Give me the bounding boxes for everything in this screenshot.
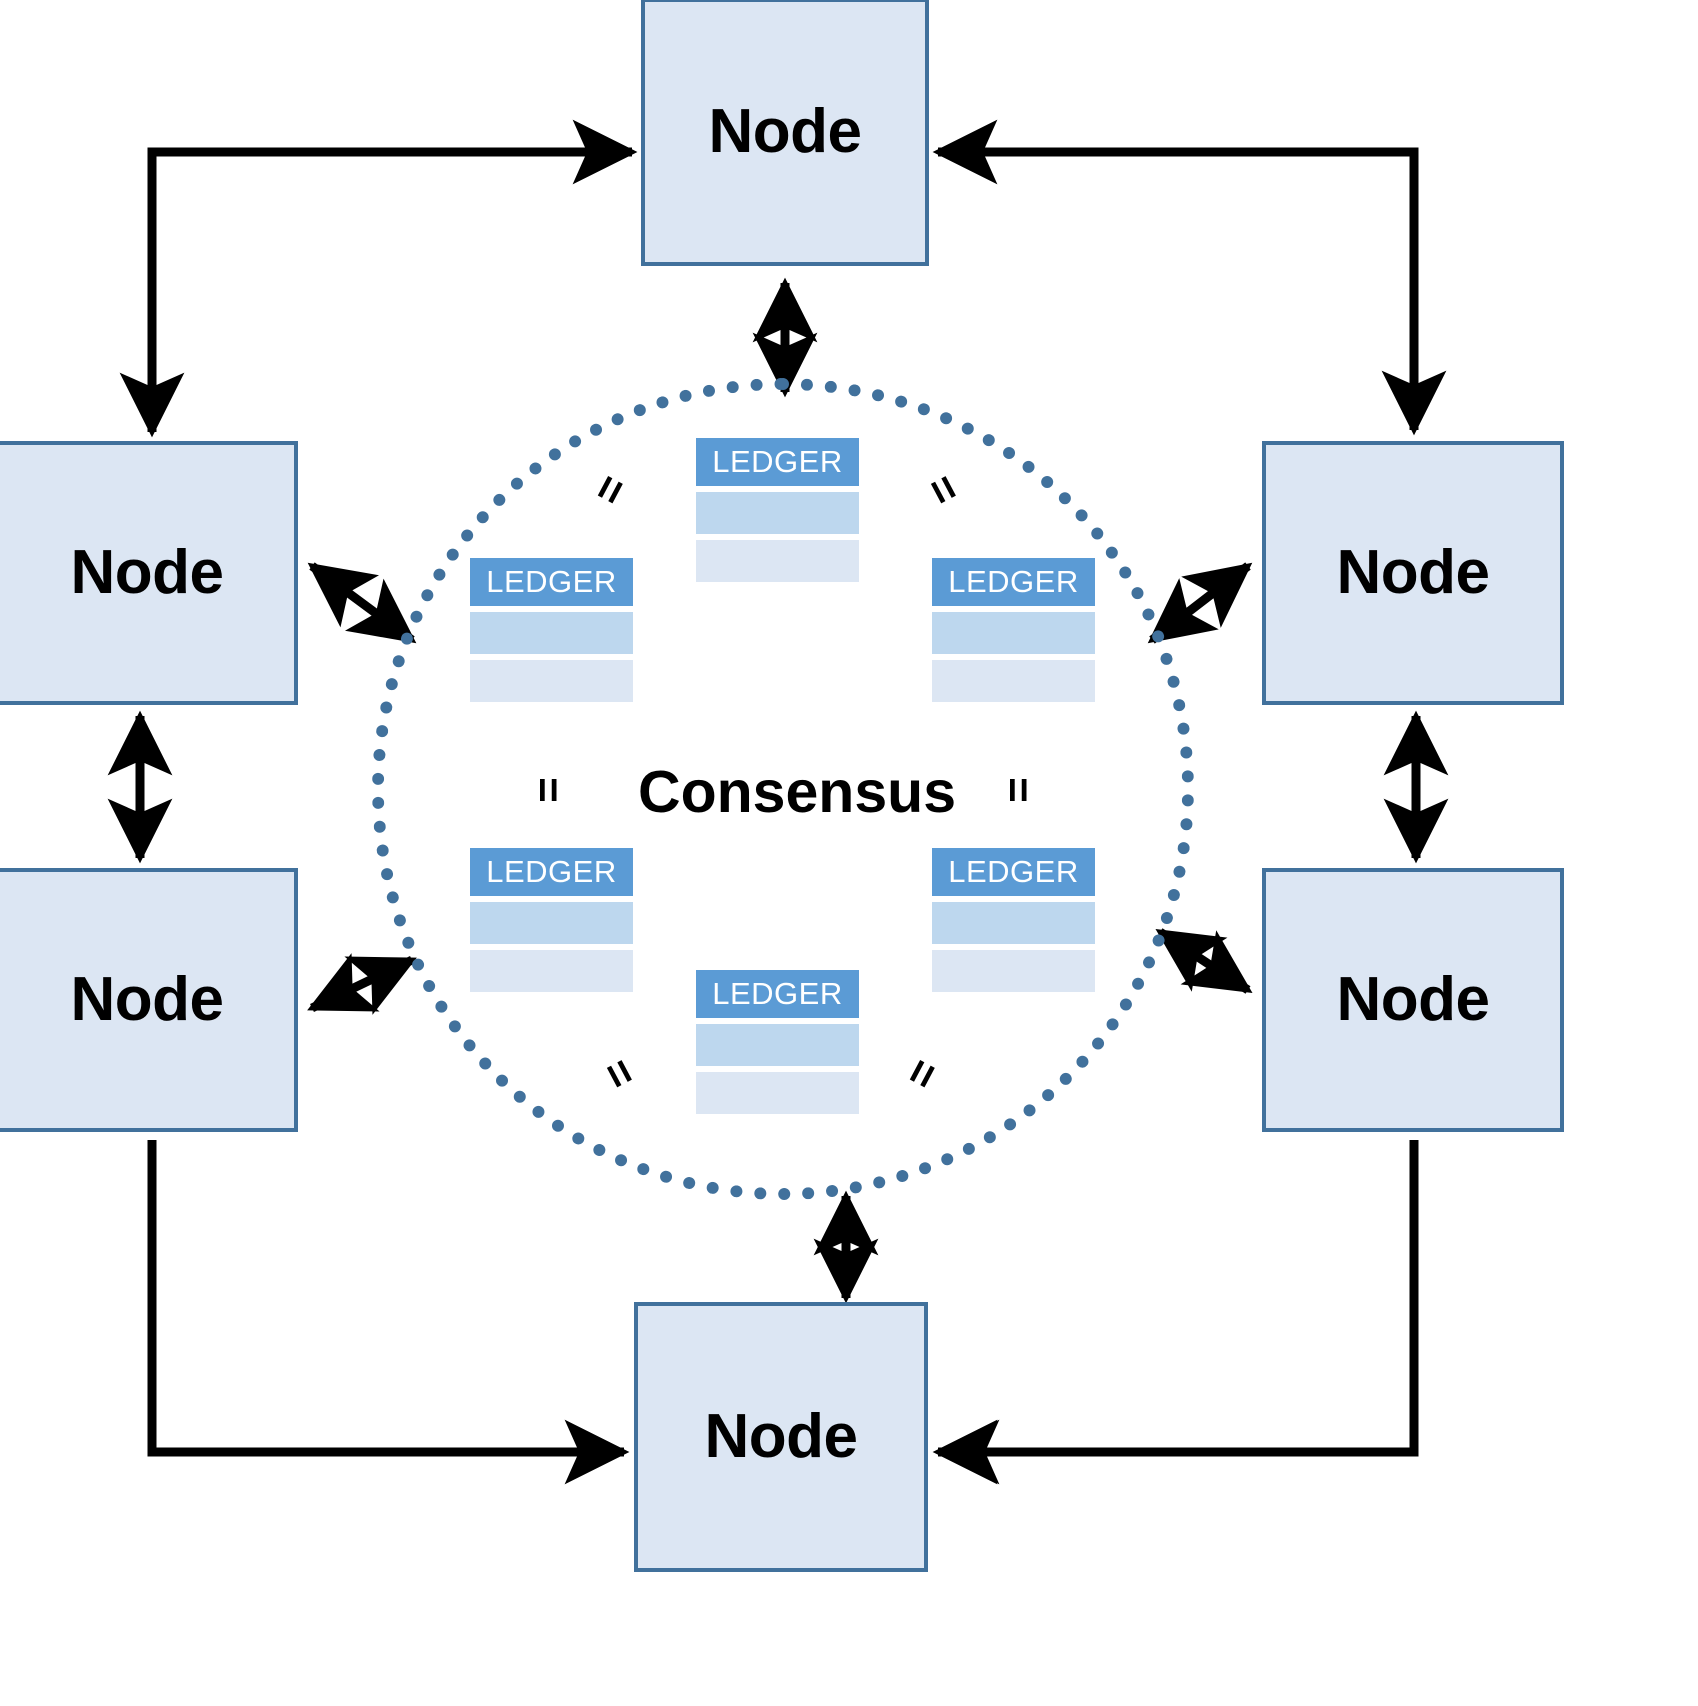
ledger-header: LEDGER xyxy=(696,970,859,1018)
ledger-stack-left-upper[interactable]: LEDGER xyxy=(470,558,633,702)
ledger-stack-right-lower[interactable]: LEDGER xyxy=(932,848,1095,992)
ledger-stack-bottom[interactable]: LEDGER xyxy=(696,970,859,1114)
ledger-stack-top[interactable]: LEDGER xyxy=(696,438,859,582)
connector-elbow-topleft xyxy=(119,147,630,438)
ledger-row xyxy=(696,492,859,534)
equals-icon-mid-right: = xyxy=(993,777,1043,803)
ledger-row xyxy=(696,1024,859,1066)
connector-right-lower-to-consensus xyxy=(1155,928,1253,994)
node-label: Node xyxy=(704,1402,859,1471)
node-box-left-lower[interactable]: Node xyxy=(0,868,298,1132)
ledger-row xyxy=(470,902,633,944)
ledger-header: LEDGER xyxy=(932,558,1095,606)
ledger-header: LEDGER xyxy=(932,848,1095,896)
ledger-stack-left-lower[interactable]: LEDGER xyxy=(470,848,633,992)
node-label: Node xyxy=(1336,965,1491,1034)
ledger-row xyxy=(932,902,1095,944)
node-box-bottom[interactable]: Node xyxy=(634,1302,928,1572)
connector-elbow-bottomleft xyxy=(147,1140,630,1485)
ledger-header: LEDGER xyxy=(470,848,633,896)
ledger-row xyxy=(696,1072,859,1114)
consensus-label: Consensus xyxy=(637,759,957,825)
ledger-header: LEDGER xyxy=(470,558,633,606)
connector-left-lower-to-consensus xyxy=(307,953,417,1015)
connector-left-upper-to-consensus xyxy=(307,562,417,644)
ledger-row xyxy=(932,612,1095,654)
node-label: Node xyxy=(70,538,225,607)
node-label: Node xyxy=(1336,538,1491,607)
connector-right-upper-to-consensus xyxy=(1147,562,1253,644)
node-label: Node xyxy=(708,97,863,166)
ledger-header: LEDGER xyxy=(696,438,859,486)
ledger-row xyxy=(932,660,1095,702)
connector-elbow-bottomright xyxy=(934,1140,1419,1485)
ledger-row xyxy=(470,660,633,702)
ledger-row xyxy=(932,950,1095,992)
node-box-left-upper[interactable]: Node xyxy=(0,441,298,705)
node-box-right-upper[interactable]: Node xyxy=(1262,441,1564,705)
ledger-row xyxy=(696,540,859,582)
ledger-stack-right-upper[interactable]: LEDGER xyxy=(932,558,1095,702)
node-label: Node xyxy=(70,965,225,1034)
node-box-right-lower[interactable]: Node xyxy=(1262,868,1564,1132)
ledger-row xyxy=(470,612,633,654)
ledger-row xyxy=(470,950,633,992)
equals-icon-mid-left: = xyxy=(523,777,573,803)
node-box-top[interactable]: Node xyxy=(641,0,929,266)
connector-elbow-topright xyxy=(940,147,1447,436)
